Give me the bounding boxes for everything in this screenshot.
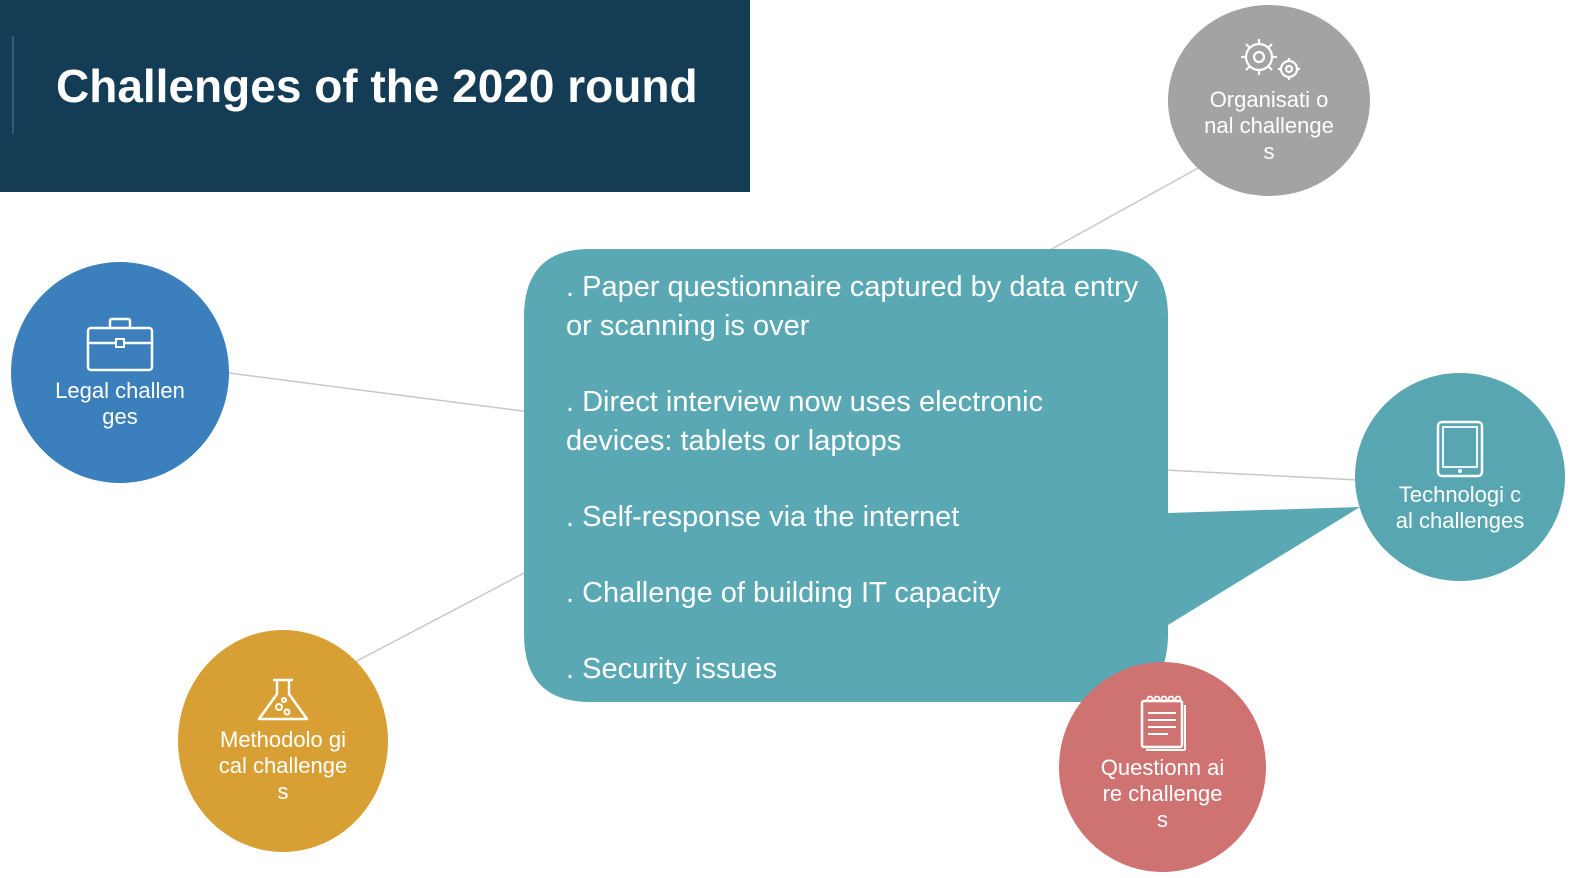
connector-methodological [354, 569, 531, 663]
briefcase-icon [86, 317, 154, 371]
callout-item: . Challenge of building IT capacity [566, 577, 1001, 609]
node-label: Questionn aire challenges [1100, 755, 1225, 832]
title-banner: Challenges of the 2020 round [0, 0, 750, 192]
notepad-icon [1140, 695, 1186, 751]
callout-item: . Self-response via the internet [566, 501, 960, 533]
callout-text: . Paper questionnaire captured by data e… [566, 268, 1146, 689]
callout-item: . Security issues [566, 653, 778, 685]
gears-icon [1241, 38, 1300, 80]
connector-technological [1164, 469, 1359, 481]
methodological-challenges-node: Methodolo gical challenges [178, 630, 388, 852]
callout-item: . Paper questionnaire captured by data e… [566, 271, 1139, 342]
title-accent-line [12, 36, 14, 134]
legal-challenges-node: Legal challenges [11, 262, 229, 483]
connector-organisational [1049, 166, 1201, 251]
node-label: Technologi cal challenges [1395, 482, 1525, 533]
node-label: Methodolo gical challenges [218, 727, 348, 804]
node-label: Organisati onal challenges [1204, 86, 1334, 164]
callout-item: . Direct interview now uses electronic d… [566, 386, 1044, 457]
technological-challenges-node: Technologi cal challenges [1355, 373, 1565, 581]
flask-icon [257, 678, 309, 721]
node-label: Legal challenges [55, 377, 185, 429]
tablet-icon [1436, 420, 1484, 478]
page-title: Challenges of the 2020 round [56, 60, 698, 112]
connector-legal [228, 372, 531, 413]
organisational-challenges-node: Organisati onal challenges [1168, 5, 1370, 196]
callout-shape [524, 249, 1360, 702]
questionnaire-challenges-node: Questionn aire challenges [1059, 662, 1266, 872]
